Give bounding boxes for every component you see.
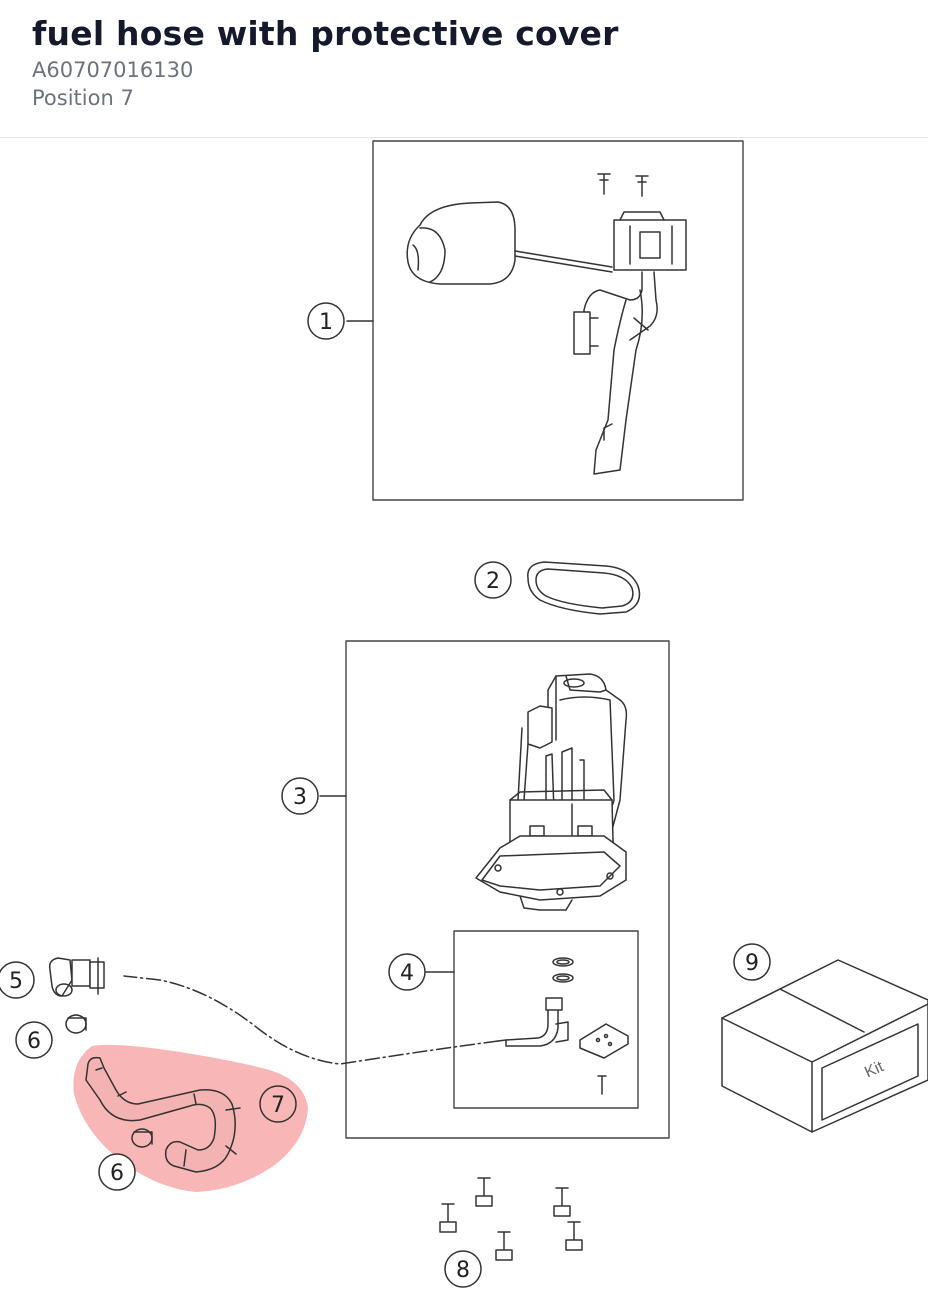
position-label: Position 7 xyxy=(32,86,134,110)
callout-1[interactable] xyxy=(307,302,345,340)
part-2-gasket[interactable] xyxy=(527,561,641,615)
part-number: A60707016130 xyxy=(32,58,194,82)
callout-6-upper-label: 6 xyxy=(27,1029,41,1054)
part-3-fuel-pump[interactable] xyxy=(345,640,670,1139)
kit-label: Kit xyxy=(862,1058,886,1081)
callout-5-label: 5 xyxy=(9,969,23,994)
callout-2[interactable] xyxy=(474,561,512,599)
callout-3-label: 3 xyxy=(293,785,307,810)
part-6-hose-clamp[interactable] xyxy=(65,1014,87,1034)
callout-8[interactable] xyxy=(444,1250,482,1288)
part-5-quick-connector[interactable] xyxy=(48,957,105,997)
callout-6-upper[interactable] xyxy=(15,1021,53,1059)
part-7-fuel-hose[interactable] xyxy=(85,1056,241,1173)
callout-7[interactable] xyxy=(259,1085,297,1123)
callout-9[interactable] xyxy=(733,943,771,981)
part-8-bolts[interactable] xyxy=(439,1177,583,1261)
callout-9-label: 9 xyxy=(745,951,759,976)
part-1-fuel-level-sender[interactable] xyxy=(372,140,744,501)
part-7-highlight[interactable] xyxy=(73,1044,308,1192)
part-6-hose-clamp-lower[interactable] xyxy=(131,1128,153,1148)
callout-4-label: 4 xyxy=(400,961,414,986)
callout-7-label: 7 xyxy=(271,1093,285,1118)
part-4-connector-kit[interactable] xyxy=(453,930,639,1109)
callout-2-label: 2 xyxy=(486,569,500,594)
callout-5[interactable] xyxy=(0,961,35,999)
part-9-kit-box[interactable] xyxy=(721,959,928,1133)
hose-routing-line xyxy=(123,975,499,1065)
callout-3[interactable] xyxy=(281,777,319,815)
header: fuel hose with protective cover A6070701… xyxy=(0,0,928,138)
callout-1-label: 1 xyxy=(319,310,333,335)
callout-6-lower-label: 6 xyxy=(110,1161,124,1186)
exploded-parts-diagram: 1 2 3 4 5 6 7 6 8 9 Kit xyxy=(0,140,928,1288)
callout-numbers: 1 2 3 4 5 6 7 6 8 9 Kit xyxy=(9,310,887,1283)
callout-8-label: 8 xyxy=(456,1258,470,1283)
callout-4[interactable] xyxy=(388,953,426,991)
callout-6-lower[interactable] xyxy=(98,1153,136,1191)
page-title: fuel hose with protective cover xyxy=(32,14,619,53)
